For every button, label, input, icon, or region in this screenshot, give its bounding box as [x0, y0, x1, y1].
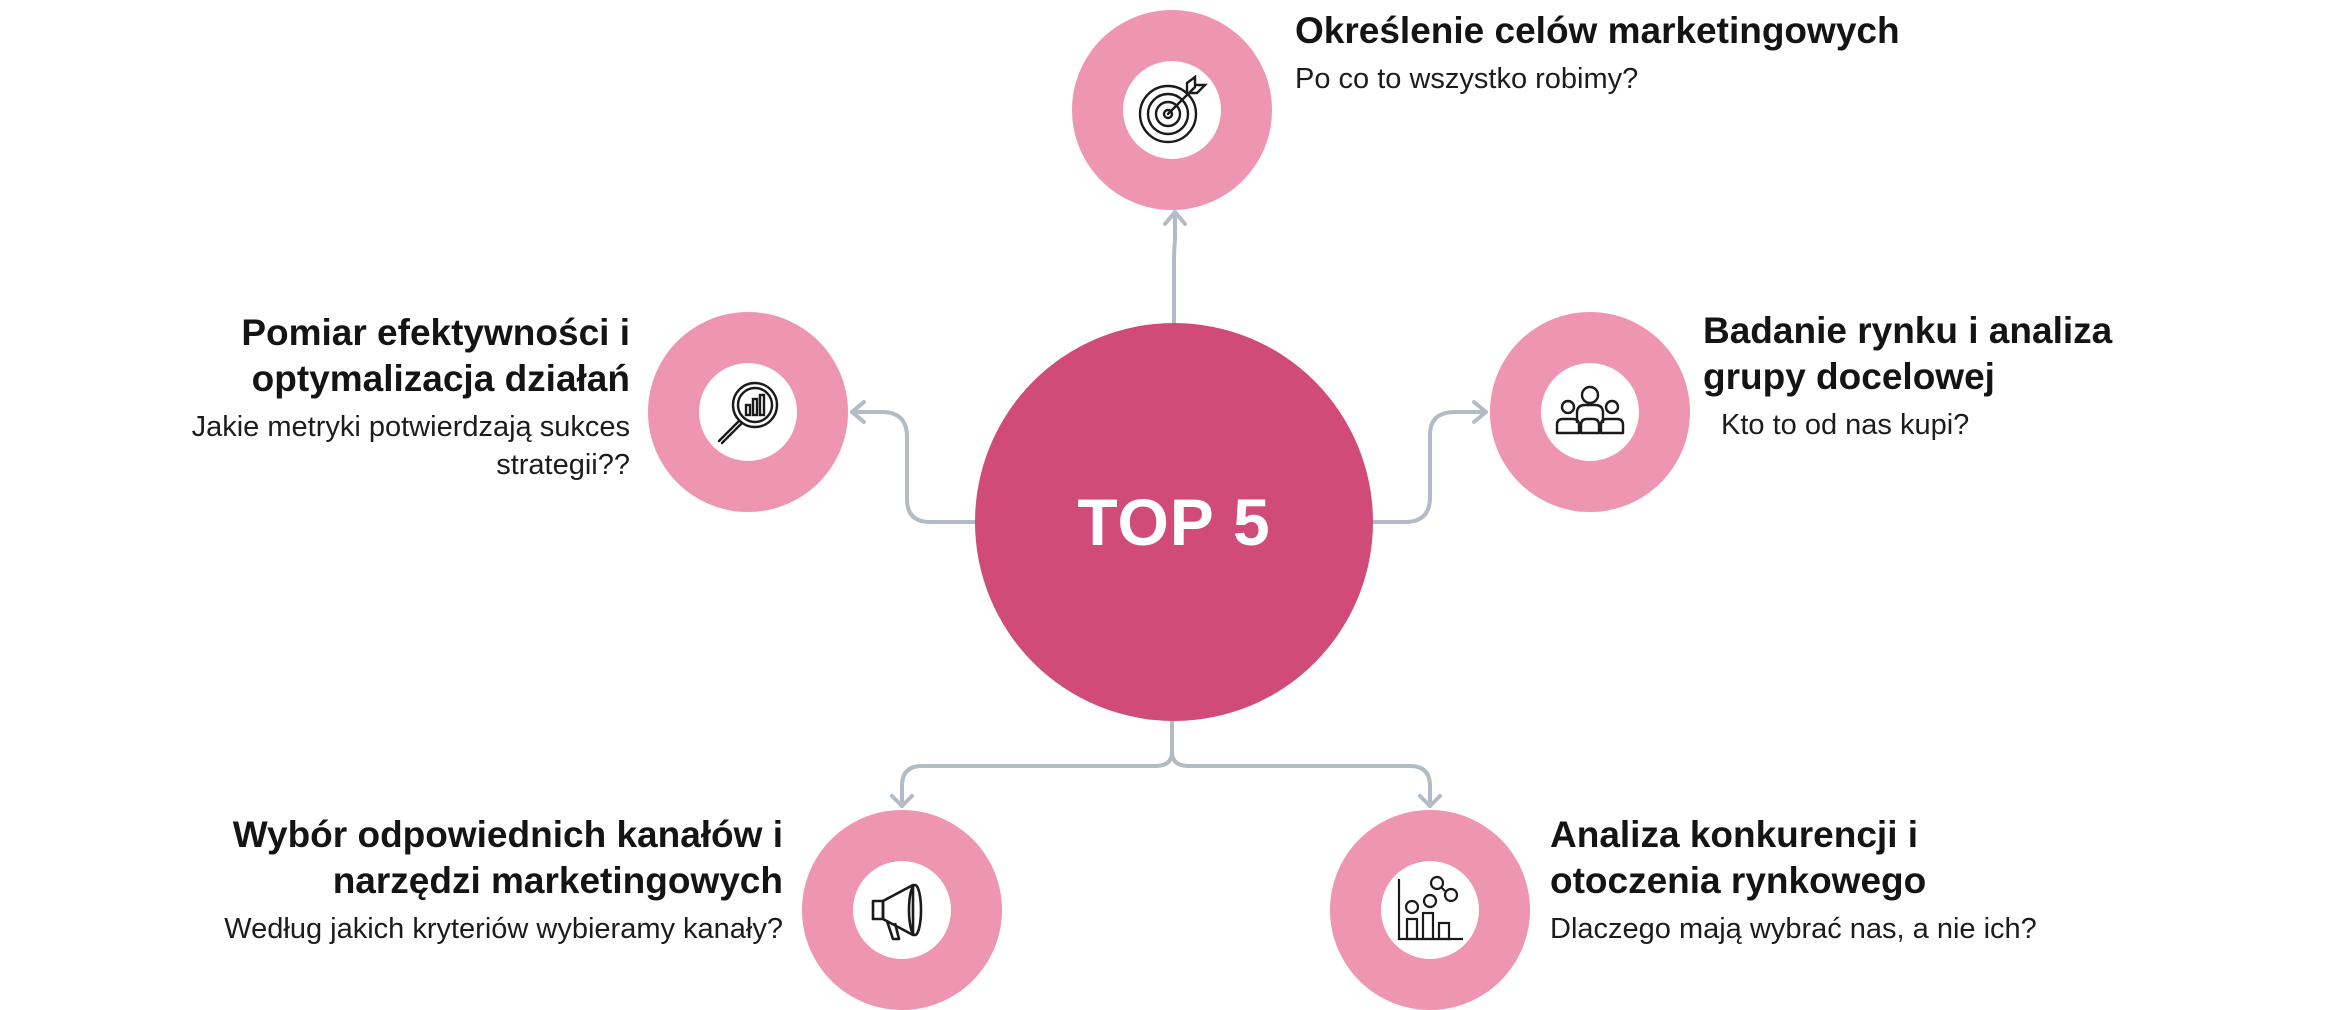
title-competition-line1: Analiza konkurencji i [1550, 814, 1919, 855]
title-goals: Określenie celów marketingowych [1295, 10, 1900, 51]
node-goals [1072, 10, 1272, 210]
subtitle-measurement-line2: strategii?? [496, 449, 630, 481]
connector-bottom-right [1170, 719, 1432, 808]
target-icon [1138, 74, 1208, 144]
connector-right [1371, 410, 1488, 524]
title-measurement-line2: optymalizacja działań [251, 358, 630, 399]
label-measurement: Pomiar efektywności i optymalizacja dzia… [192, 310, 630, 484]
label-channels: Wybór odpowiednich kanałów i narzędzi ma… [224, 812, 783, 948]
label-market-research: Badanie rynku i analiza grupy docelowej … [1703, 308, 2112, 444]
competitor-analysis-icon [1397, 875, 1463, 941]
subtitle-competition: Dlaczego mają wybrać nas, a nie ich? [1550, 913, 2037, 945]
connector-left [850, 410, 977, 524]
title-market-research-line1: Badanie rynku i analiza [1703, 310, 2113, 351]
title-channels-line1: Wybór odpowiednich kanałów i [232, 814, 783, 855]
center-label: TOP 5 [1077, 485, 1271, 559]
node-competition [1330, 810, 1530, 1010]
connector-top [1172, 210, 1177, 325]
title-competition-line2: otoczenia rynkowego [1550, 860, 1927, 901]
title-market-research-line2: grupy docelowej [1703, 356, 1995, 397]
people-group-icon [1555, 385, 1625, 435]
subtitle-market-research: Kto to od nas kupi? [1721, 409, 1970, 441]
label-goals: Określenie celów marketingowych Po co to… [1295, 8, 1900, 98]
subtitle-measurement-line1: Jakie metryki potwierdzają sukces [191, 411, 630, 443]
node-channels [802, 810, 1002, 1010]
label-competition: Analiza konkurencji i otoczenia rynkoweg… [1550, 812, 2037, 948]
magnifier-chart-icon [717, 381, 779, 445]
megaphone-icon [871, 883, 923, 941]
connector-bottom-left [900, 719, 1174, 808]
node-measurement [648, 312, 848, 512]
subtitle-goals: Po co to wszystko robimy? [1295, 63, 1639, 95]
center-circle: TOP 5 [975, 323, 1373, 721]
node-market-research [1490, 312, 1690, 512]
title-channels-line2: narzędzi marketingowych [332, 860, 783, 901]
subtitle-channels: Według jakich kryteriów wybieramy kanały… [224, 913, 783, 945]
title-measurement-line1: Pomiar efektywności i [241, 312, 630, 353]
